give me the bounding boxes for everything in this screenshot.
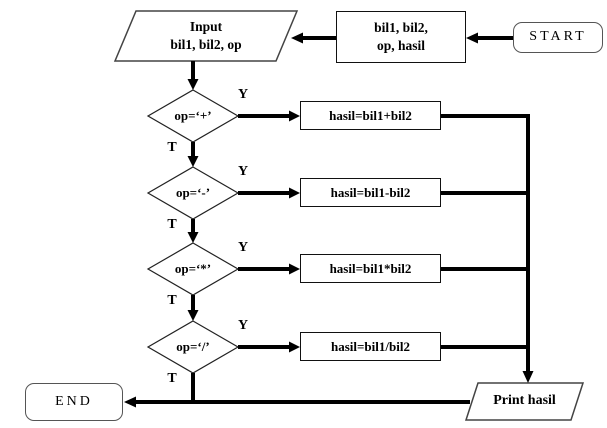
arrowhead-into-end [124,396,136,408]
branch-label-true-3: T [167,293,177,308]
process-node-subtract: hasil=bil1-bil2 [300,178,441,207]
input-line2: bil1, bil2, op [170,37,242,52]
arrowhead-into-process-4 [289,341,300,353]
branch-label-yes-2: Y [237,164,249,179]
arrowhead-into-decision1 [187,79,199,90]
arrowhead-into-decision3 [187,232,199,243]
branch-label-true-4: T [167,371,177,386]
process-node-multiply: hasil=bil1*bil2 [300,254,441,283]
print-node: Print hasil [493,393,556,409]
declare-line2: op, hasil [376,38,426,53]
branch-label-yes-4: Y [237,318,249,333]
process-node-add: hasil=bil1+bil2 [300,101,441,130]
start-label: START [529,29,587,45]
branch-label-yes-3: Y [237,240,249,255]
declare-line1: bil1, bil2, [374,19,428,35]
flow-lines [124,32,534,408]
arrowhead-into-decision2 [187,156,199,167]
end-node: END [25,383,123,421]
branch-label-true-1: T [167,140,177,155]
declare-node: bil1, bil2, op, hasil [336,11,466,63]
arrowhead-into-process-1 [289,110,300,122]
end-label: END [55,393,93,409]
input-parallelogram-shape [113,10,299,62]
process-node-divide: hasil=bil1/bil2 [300,332,441,361]
arrowhead-into-process-3 [289,263,300,275]
decision-label-multiply: op=‘*’ [174,261,212,277]
input-node: Input bil1, bil2, op [115,11,297,61]
arrowhead-into-input [291,32,303,44]
decision-label-minus: op=‘-’ [175,185,211,201]
branch-label-yes-1: Y [237,87,249,102]
start-node: START [513,22,603,53]
arrowhead-into-print [522,371,534,383]
arrowhead-into-process-2 [289,187,300,199]
input-line1: Input [189,18,223,34]
print-parallelogram-shape [464,382,585,421]
decision-label-divide: op=‘/’ [176,339,210,355]
branch-label-true-2: T [167,217,177,232]
arrowhead-into-decision4 [187,310,199,321]
decision-label-plus: op=‘+’ [174,108,212,124]
arrowhead-into-declare [466,32,478,44]
